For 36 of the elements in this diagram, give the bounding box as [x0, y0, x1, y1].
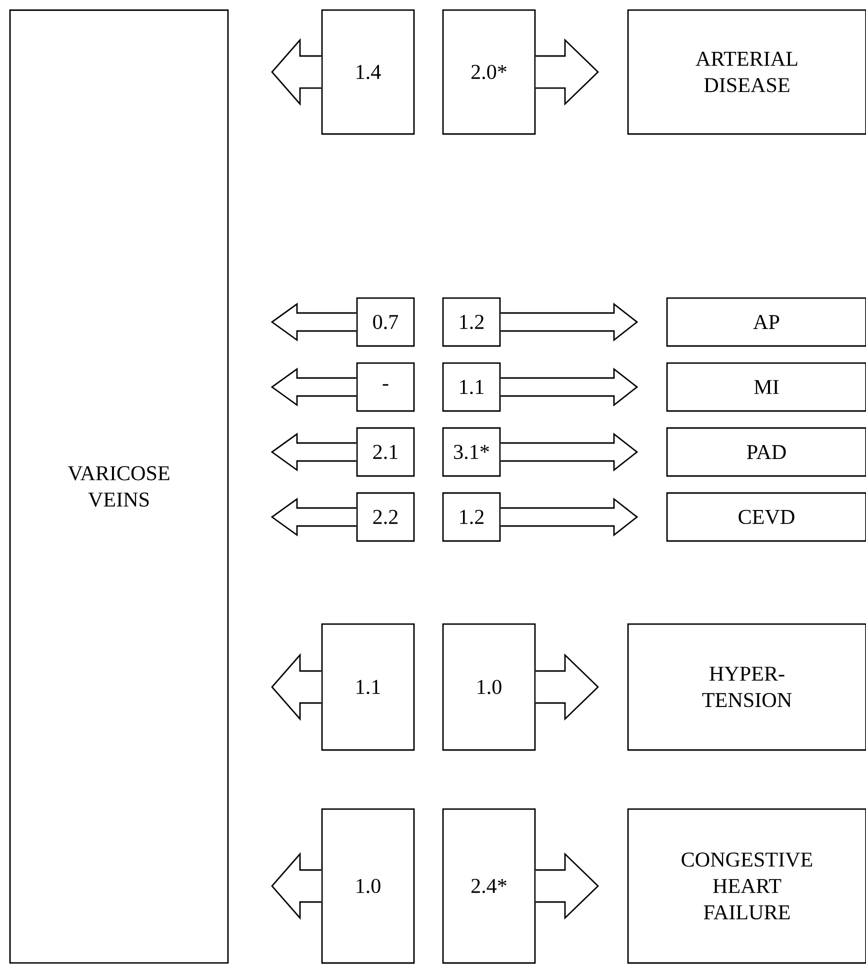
block-arrow [271, 38, 322, 106]
ratio-box: 1.0 [321, 808, 415, 964]
ratio-box: 2.0* [442, 9, 536, 135]
block-arrow [271, 653, 322, 721]
ratio-box: 1.2 [442, 297, 501, 347]
disease-box: ARTERIAL DISEASE [627, 9, 866, 135]
ratio-box: 2.1 [356, 427, 415, 477]
ratio-box: 1.0 [442, 623, 536, 751]
varicose-veins-box: VARICOSE VEINS [9, 9, 229, 964]
ratio-box: 1.4 [321, 9, 415, 135]
block-arrow [500, 368, 638, 406]
ratio-box: 0.7 [356, 297, 415, 347]
disease-box: CONGESTIVE HEART FAILURE [627, 808, 866, 964]
ratio-box: 2.4* [442, 808, 536, 964]
block-arrow [500, 302, 638, 342]
block-arrow [534, 852, 599, 920]
block-arrow [534, 38, 599, 106]
block-arrow [500, 498, 638, 536]
disease-box: PAD [666, 427, 866, 477]
disease-box: HYPER-TENSION [627, 623, 866, 751]
ratio-box: 2.2 [356, 492, 415, 542]
ratio-box: 1.1 [442, 362, 501, 412]
block-arrow [270, 302, 357, 342]
ratio-box: 1.1 [321, 623, 415, 751]
block-arrow [271, 852, 322, 920]
ratio-box: - [356, 362, 415, 412]
disease-box: CEVD [666, 492, 866, 542]
block-arrow [500, 432, 638, 472]
block-arrow [270, 368, 357, 406]
block-arrow [534, 653, 599, 721]
ratio-box: 1.2 [442, 492, 501, 542]
disease-box: AP [666, 297, 866, 347]
block-arrow [270, 432, 357, 472]
disease-box: MI [666, 362, 866, 412]
block-arrow [270, 498, 357, 536]
ratio-box: 3.1* [442, 427, 501, 477]
